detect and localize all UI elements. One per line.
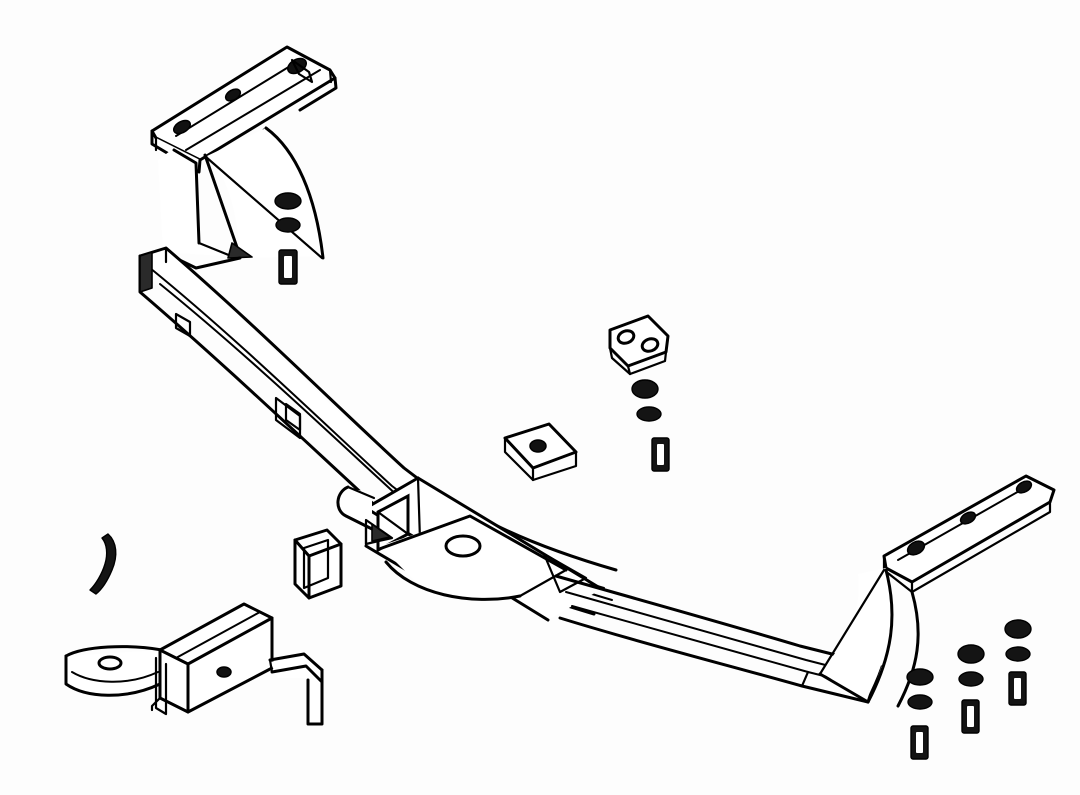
right-bracket-hole-right — [1015, 480, 1033, 494]
square-tube-collar — [293, 528, 343, 600]
hitch-pin-clip — [89, 533, 117, 595]
ball-mount-drawbar — [64, 602, 274, 716]
bracket-hole-middle — [224, 88, 242, 102]
washer-icon — [636, 406, 662, 422]
hardware-right-b — [957, 644, 985, 734]
hardware-right-c — [1004, 619, 1032, 706]
hardware-right-a — [906, 668, 934, 760]
hitch-pin — [268, 652, 324, 726]
crossmember-center-hole — [444, 534, 482, 558]
bolt-icon — [961, 699, 980, 734]
nut-icon — [631, 379, 659, 399]
spacer-hole-1 — [616, 329, 636, 345]
nut-icon — [274, 192, 302, 210]
washer-icon — [958, 671, 984, 687]
washer-icon — [275, 217, 301, 233]
washer-icon — [907, 694, 933, 710]
drawbar-pin-hole — [216, 666, 232, 678]
bolt-icon — [1008, 671, 1027, 706]
spacer-hole-2 — [640, 337, 660, 353]
hardware-center-right — [631, 379, 670, 472]
bolt-icon — [278, 249, 298, 285]
receiver-tube-assembly — [336, 422, 602, 622]
right-bracket-hole-left — [906, 540, 926, 556]
nut-icon — [957, 644, 985, 664]
spacer-plate — [608, 314, 670, 376]
receiver-collar — [336, 485, 376, 532]
hardware-upper-left — [274, 192, 302, 285]
right-bracket-hole-middle — [959, 511, 977, 525]
washer-icon — [1005, 646, 1031, 662]
nut-icon — [906, 668, 934, 686]
bracket-hole-left — [172, 119, 192, 135]
nut-icon — [1004, 619, 1032, 639]
bolt-icon — [651, 437, 670, 472]
chain-tab-hole — [529, 439, 547, 453]
bolt-icon — [910, 725, 929, 760]
safety-chain-tab — [503, 422, 578, 482]
right-mounting-bracket — [818, 474, 1056, 708]
ball-hole — [97, 655, 123, 671]
